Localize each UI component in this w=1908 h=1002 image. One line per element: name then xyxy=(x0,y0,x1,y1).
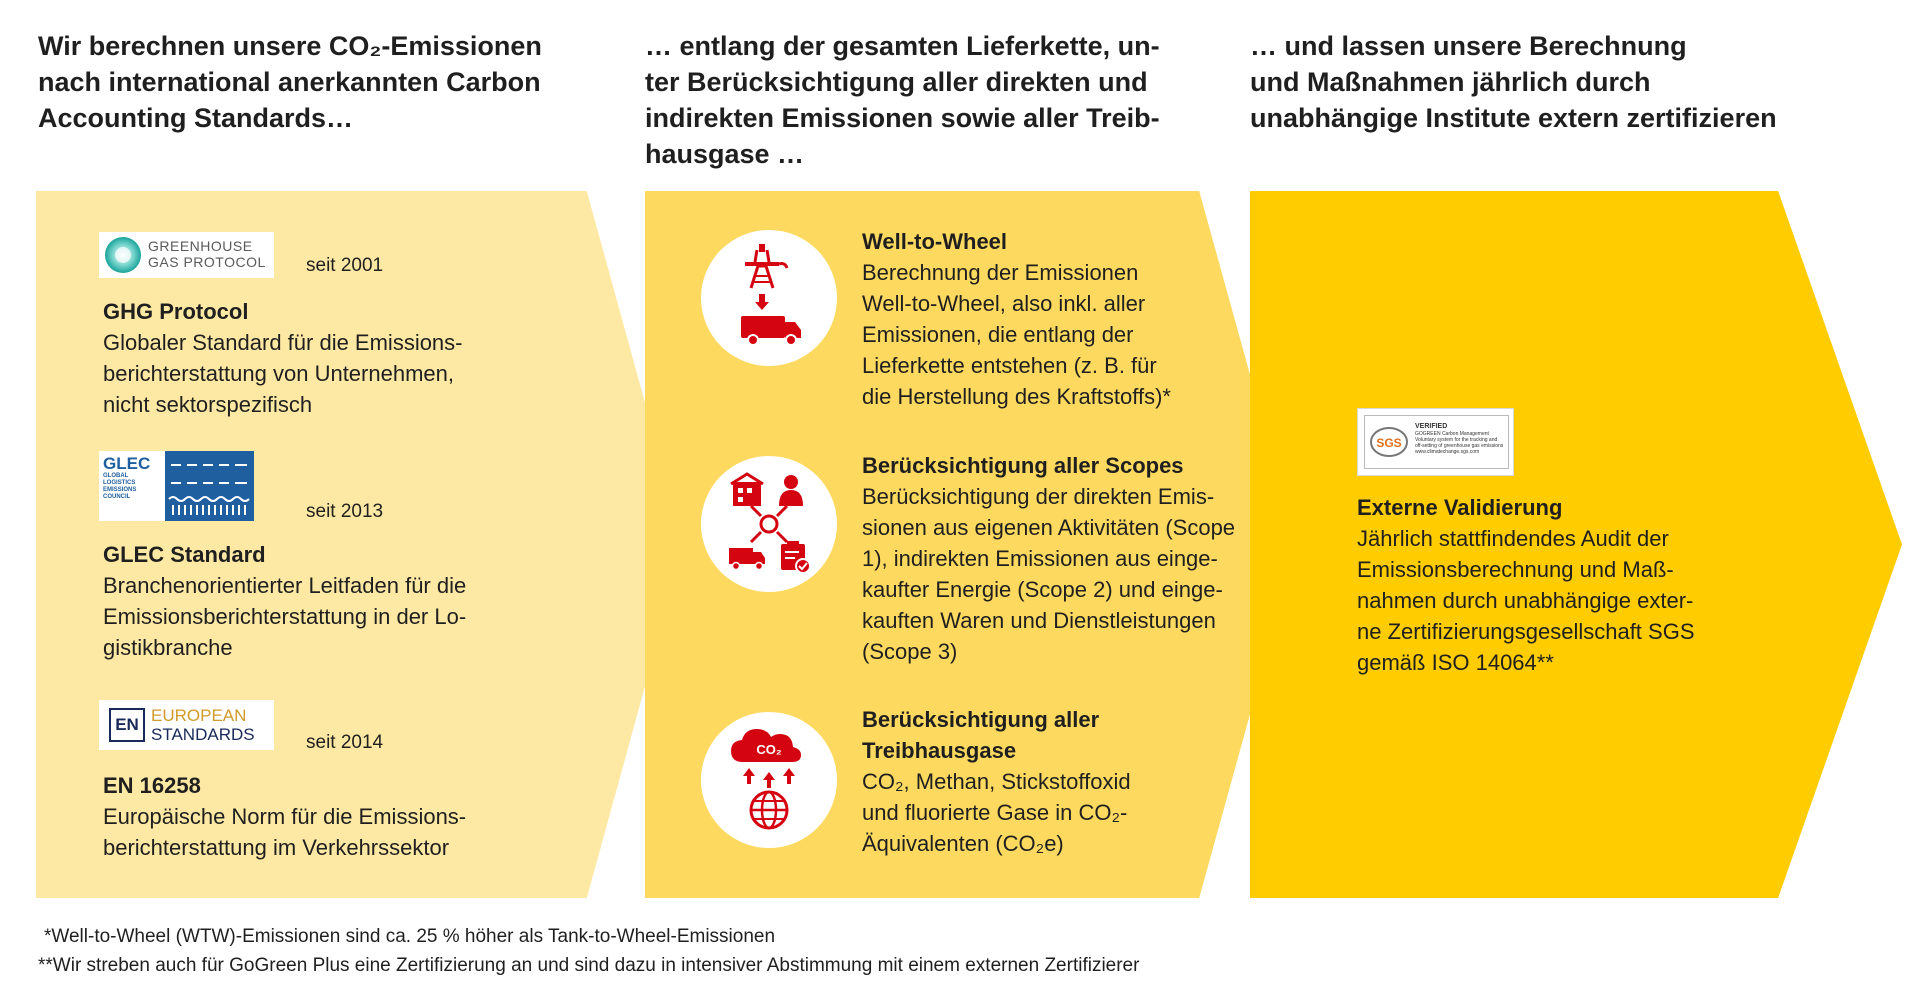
logo-text: VERIFIED xyxy=(1415,423,1448,430)
heading-certification: … und lassen unsere Berechnung und Maßna… xyxy=(1250,28,1850,136)
scope-item-description: CO₂, Methan, Stickstoffoxid und fluorier… xyxy=(862,769,1131,856)
since-glec: seit 2013 xyxy=(306,501,384,522)
validation-description: Jährlich stattfindendes Audit der Emissi… xyxy=(1357,526,1695,675)
greenhouse-gases-circle: CO₂ xyxy=(701,712,837,848)
standard-ghg: GHG Protocol Globaler Standard für die E… xyxy=(103,296,523,420)
since-en: seit 2014 xyxy=(306,732,384,753)
oil-derrick-truck-icon xyxy=(741,244,801,346)
ghg-protocol-logo: GREENHOUSE GAS PROTOCOL xyxy=(99,232,274,278)
co2-cloud-globe-icon: CO₂ xyxy=(731,729,801,830)
heading-carbon-standards: Wir berechnen unsere CO₂-Emissionen nach… xyxy=(38,28,598,136)
scope-item-title: Well-to-Wheel xyxy=(862,229,1008,254)
logo-text: COUNCIL xyxy=(103,494,131,500)
logo-text: off-setting of greenhouse gas emissions xyxy=(1415,443,1504,449)
scope-item-description: Berücksichtigung der direkten Emis- sion… xyxy=(862,484,1236,664)
scopes-network-icon xyxy=(729,472,811,574)
scopes-circle xyxy=(701,456,837,592)
standards-arrow xyxy=(36,191,684,898)
logo-text: Voluntary system for the tracking and xyxy=(1415,437,1498,443)
validation-title: Externe Validierung xyxy=(1357,495,1563,520)
standard-en: EN 16258 Europäische Norm für die Emissi… xyxy=(103,770,523,863)
scope-item-title: Berücksichtigung aller Scopes xyxy=(862,453,1184,478)
certification-arrow xyxy=(1250,191,1902,898)
logo-text: GOGREEN Carbon Management xyxy=(1415,431,1489,437)
scope-item-all-scopes: Berücksichtigung aller Scopes Berücksich… xyxy=(862,450,1282,667)
logo-text: GLOBAL xyxy=(103,473,129,479)
heading-line: … entlang der gesamten Lieferkette, un- xyxy=(645,31,1160,61)
heading-line: indirekten Emissionen sowie aller Treib- xyxy=(645,103,1160,133)
heading-line: Accounting Standards… xyxy=(38,103,354,133)
heading-line: … und lassen unsere Berechnung xyxy=(1250,31,1687,61)
logo-text: GLEC xyxy=(103,454,151,473)
scope-item-greenhouse-gases: Berücksichtigung aller Treibhausgase CO₂… xyxy=(862,704,1282,859)
footnote-wtw: *Well-to-Wheel (WTW)-Emissionen sind ca.… xyxy=(44,926,776,947)
en-logo-mark: EN xyxy=(109,708,145,742)
european-standards-logo: EN EUROPEAN STANDARDS xyxy=(99,700,274,750)
standard-description: Globaler Standard für die Emissions- ber… xyxy=(103,330,463,417)
sgs-verified-logo: SGS VERIFIED GOGREEN Carbon Management V… xyxy=(1357,408,1514,476)
heading-line: nach international anerkannten Carbon xyxy=(38,67,541,97)
heading-line: Wir berechnen unsere CO₂-Emissionen xyxy=(38,31,542,61)
logo-text: EUROPEAN xyxy=(151,706,247,725)
co2-label: CO₂ xyxy=(756,742,782,757)
standard-description: Branchenorientierter Leitfaden für die E… xyxy=(103,573,467,660)
logo-text: EMISSIONS xyxy=(103,487,137,493)
scope-item-title: Berücksichtigung aller Treibhausgase xyxy=(862,707,1100,763)
since-ghg: seit 2001 xyxy=(306,255,384,276)
ghg-protocol-logo-graphic xyxy=(105,237,141,273)
sgs-logo-mark: SGS xyxy=(1370,427,1408,457)
logo-text: STANDARDS xyxy=(151,725,255,744)
standard-description: Europäische Norm für die Emissions- beri… xyxy=(103,804,467,860)
logo-text: GREENHOUSE xyxy=(148,238,253,254)
glec-wave-graphic xyxy=(165,451,254,521)
heading-line: und Maßnahmen jährlich durch xyxy=(1250,67,1651,97)
scope-item-well-to-wheel: Well-to-Wheel Berechnung der Emissionen … xyxy=(862,226,1282,412)
validation-block: Externe Validierung Jährlich stattfinden… xyxy=(1357,492,1777,678)
standard-title: EN 16258 xyxy=(103,773,201,798)
well-to-wheel-circle xyxy=(701,230,837,366)
glec-logo: GLEC GLOBAL LOGISTICS EMISSIONS COUNCIL xyxy=(99,451,254,521)
heading-supply-chain: … entlang der gesamten Lieferkette, un- … xyxy=(645,28,1205,172)
standard-title: GLEC Standard xyxy=(103,542,266,567)
footnote-gogreen-plus: **Wir streben auch für GoGreen Plus eine… xyxy=(38,955,1140,976)
standard-title: GHG Protocol xyxy=(103,299,249,324)
logo-text: LOGISTICS xyxy=(103,480,136,486)
logo-text: www.climatechange.sgs.com xyxy=(1415,449,1480,455)
sgs-text: SGS xyxy=(1376,436,1401,450)
logo-text: GAS PROTOCOL xyxy=(148,254,266,270)
heading-line: ter Berücksichtigung aller direkten und xyxy=(645,67,1148,97)
heading-line: unabhängige Institute extern zertifizier… xyxy=(1250,103,1777,133)
heading-line: hausgase … xyxy=(645,139,805,169)
scope-item-description: Berechnung der Emissionen Well-to-Wheel,… xyxy=(862,260,1171,409)
standard-glec: GLEC Standard Branchenorientierter Leitf… xyxy=(103,539,523,663)
